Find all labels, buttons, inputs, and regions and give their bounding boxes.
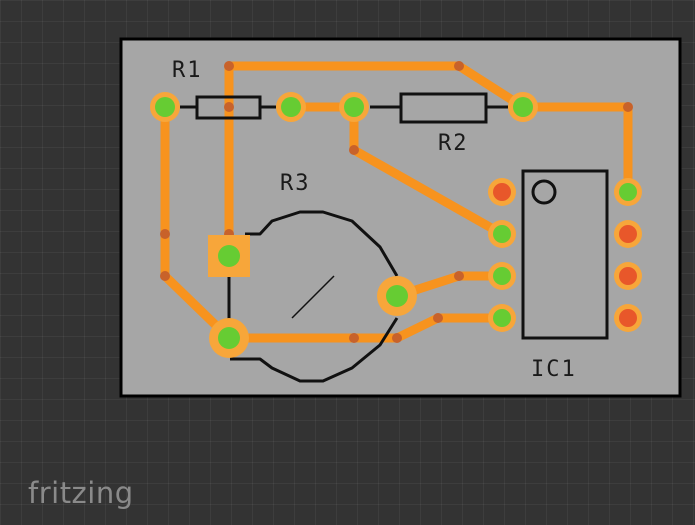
ic1-silkscreen[interactable]: [521, 169, 609, 340]
pad-r3-wiper[interactable]: [377, 276, 417, 316]
trace-r1-left-down[interactable]: [160, 102, 234, 343]
pad-ic1-pin2[interactable]: [488, 220, 516, 248]
pad-ic1-pin5[interactable]: [614, 304, 642, 332]
fritzing-logo: fritzing: [28, 476, 134, 510]
pad-r2-2[interactable]: [508, 92, 538, 122]
label-r3: R3: [280, 171, 311, 196]
pad-r2-1[interactable]: [339, 92, 369, 122]
pad-ic1-pin7[interactable]: [614, 220, 642, 248]
resistor-r2-silkscreen[interactable]: [370, 92, 508, 124]
potentiometer-r3-silkscreen[interactable]: [227, 210, 399, 383]
pads-connected[interactable]: [150, 92, 642, 358]
pad-r3-square[interactable]: [208, 235, 250, 277]
pad-ic1-pin3[interactable]: [488, 262, 516, 290]
pads-unconnected[interactable]: [488, 178, 642, 332]
trace-vertices: [160, 61, 633, 343]
label-r1: R1: [172, 58, 203, 83]
resistor-r1-silkscreen[interactable]: [180, 95, 276, 120]
pad-ic1-pin8[interactable]: [614, 178, 642, 206]
pad-ic1-pin1[interactable]: [488, 178, 516, 206]
label-ic1: IC1: [531, 357, 577, 382]
pad-ic1-pin4[interactable]: [488, 304, 516, 332]
label-r2: R2: [438, 131, 469, 156]
pad-r3-3[interactable]: [209, 318, 249, 358]
pad-r1-1[interactable]: [150, 92, 180, 122]
pad-r1-2[interactable]: [276, 92, 306, 122]
pad-ic1-pin6[interactable]: [614, 262, 642, 290]
pin1-marker-icon: [531, 179, 557, 205]
